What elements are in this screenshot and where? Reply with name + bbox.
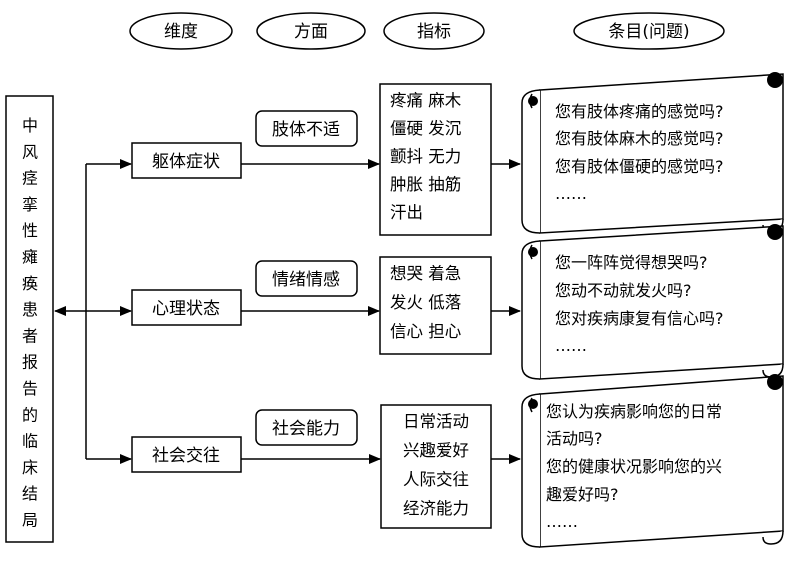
indicator-line: 人际交往	[403, 470, 469, 489]
items-scroll-psychological: 您一阵阵觉得想哭吗? 您动不动就发火吗? 您对疾病康复有信心吗? ……	[521, 224, 784, 380]
root-outcome-char: 报	[22, 353, 38, 372]
header-aspect-label: 方面	[294, 22, 328, 42]
item-question: 您认为疾病影响您的日常	[546, 402, 722, 421]
root-outcome-char: 痪	[22, 274, 38, 293]
items-scroll-social: 您认为疾病影响您的日常 活动吗? 您的健康状况影响您的兴 趣爱好吗? ……	[521, 374, 784, 548]
indicator-line: 颤抖 无力	[390, 147, 461, 166]
root-outcome-char: 性	[22, 221, 38, 240]
item-ellipsis: ……	[546, 512, 578, 531]
item-ellipsis: ……	[555, 184, 587, 203]
header-indicator: 指标	[383, 12, 485, 50]
dimension-box-psychological: 心理状态	[131, 289, 242, 326]
root-outcome-char: 患	[22, 300, 38, 319]
root-outcome-char: 临	[22, 432, 38, 451]
indicator-line: 僵硬 发沉	[390, 119, 462, 138]
indicator-line: 信心 担心	[390, 322, 461, 341]
root-outcome-char: 中	[22, 116, 38, 135]
root-outcome-char: 结	[22, 484, 38, 503]
item-question: 您有肢体疼痛的感觉吗?	[555, 102, 724, 121]
header-items: 条目(问题)	[573, 12, 725, 50]
indicator-line: 日常活动	[403, 412, 469, 431]
root-outcome-char: 痉	[22, 169, 38, 188]
header-aspect: 方面	[256, 12, 366, 50]
aspect-box-emotion: 情绪情感	[255, 260, 358, 297]
items-scroll-physical: 您有肢体疼痛的感觉吗? 您有肢体麻木的感觉吗? 您有肢体僵硬的感觉吗? ……	[521, 72, 784, 234]
item-ellipsis: ……	[555, 336, 587, 355]
aspect-label: 社会能力	[272, 419, 340, 439]
indicator-box-physical: 疼痛 麻木 僵硬 发沉 颤抖 无力 肿胀 抽筋 汗出	[379, 83, 492, 236]
aspect-box-social-ability: 社会能力	[255, 409, 358, 446]
item-question: 您的健康状况影响您的兴	[546, 457, 722, 476]
item-question: 您有肢体僵硬的感觉吗?	[555, 157, 724, 176]
indicator-line: 肿胀 抽筋	[390, 175, 461, 194]
root-outcome-char: 风	[22, 142, 38, 161]
item-question: 活动吗?	[546, 429, 603, 448]
indicator-box-psychological: 想哭 着急 发火 低落 信心 担心	[379, 256, 492, 355]
dimension-label: 心理状态	[152, 299, 220, 319]
root-outcome-char: 床	[22, 458, 38, 477]
connectors	[54, 159, 521, 464]
dimension-box-physical: 躯体症状	[131, 142, 242, 179]
indicator-line: 想哭 着急	[390, 264, 461, 283]
dimension-label: 躯体症状	[152, 152, 220, 172]
root-outcome-char: 局	[22, 511, 38, 530]
root-outcome-char: 者	[22, 326, 38, 345]
aspect-label: 肢体不适	[272, 120, 340, 140]
aspect-box-limb: 肢体不适	[255, 110, 358, 147]
root-outcome-char: 告	[22, 379, 38, 398]
item-question: 趣爱好吗?	[546, 485, 619, 504]
dimension-box-social: 社会交往	[131, 436, 242, 473]
header-indicator-label: 指标	[417, 22, 451, 42]
dimension-label: 社会交往	[152, 446, 220, 466]
indicator-box-social: 日常活动 兴趣爱好 人际交往 经济能力	[380, 404, 492, 529]
indicator-line: 经济能力	[403, 499, 469, 518]
header-dimension-label: 维度	[164, 22, 198, 42]
root-outcome-char: 瘫	[22, 248, 38, 267]
indicator-line: 兴趣爱好	[403, 441, 469, 460]
item-question: 您一阵阵觉得想哭吗?	[555, 253, 708, 272]
root-outcome-char: 的	[22, 405, 38, 424]
indicator-line: 汗出	[390, 203, 423, 222]
header-items-label: 条目(问题)	[608, 22, 689, 42]
header-dimension: 维度	[129, 12, 233, 50]
item-question: 您有肢体麻木的感觉吗?	[555, 129, 724, 148]
item-question: 您动不动就发火吗?	[555, 281, 692, 300]
aspect-label: 情绪情感	[272, 270, 340, 290]
indicator-line: 发火 低落	[390, 293, 462, 312]
indicator-line: 疼痛 麻木	[390, 91, 461, 110]
root-outcome-char: 挛	[22, 195, 38, 214]
item-question: 您对疾病康复有信心吗?	[555, 309, 724, 328]
